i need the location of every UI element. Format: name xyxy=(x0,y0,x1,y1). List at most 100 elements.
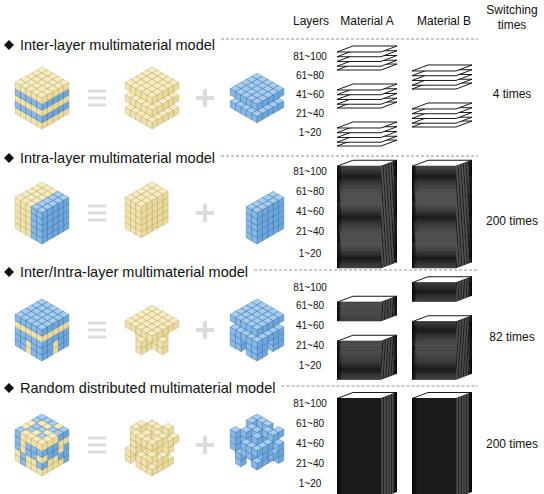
voxel-face xyxy=(152,95,157,104)
voxel-face xyxy=(252,101,257,110)
bullet-diamond xyxy=(4,40,14,50)
voxel-face xyxy=(26,204,31,213)
voxel-face xyxy=(141,104,146,113)
voxel-face xyxy=(21,86,26,95)
voxel-face xyxy=(47,207,52,216)
plus-symbol xyxy=(196,321,214,339)
voxel-face xyxy=(157,117,162,126)
voxel-face xyxy=(147,107,152,116)
voxel-face xyxy=(147,120,152,129)
voxel-cubes xyxy=(15,67,284,476)
voxel-face xyxy=(147,201,152,210)
voxel-face xyxy=(163,114,168,123)
voxel-face xyxy=(236,104,241,113)
voxel-cube xyxy=(15,182,69,244)
voxel-face xyxy=(15,83,20,92)
voxel-cube xyxy=(125,182,168,238)
voxel-face xyxy=(131,98,136,107)
divider-line xyxy=(254,270,478,271)
voxel-face xyxy=(141,117,146,126)
equivalence-symbol xyxy=(88,206,106,220)
divider-line xyxy=(221,39,478,40)
voxel-face xyxy=(257,210,262,219)
plus-symbol xyxy=(196,89,214,107)
voxel-face xyxy=(241,107,246,116)
voxel-face xyxy=(168,86,173,95)
voxel-face xyxy=(42,95,47,104)
voxel-face xyxy=(131,201,136,210)
voxel-face xyxy=(262,207,267,216)
voxel-face xyxy=(26,321,31,330)
voxel-cube xyxy=(125,305,179,355)
voxel-face xyxy=(168,98,173,107)
divider-line xyxy=(221,156,478,157)
voxel-face xyxy=(157,339,162,348)
bullet-diamond xyxy=(4,153,14,163)
voxel-face xyxy=(63,83,68,92)
divider-line xyxy=(281,386,478,387)
voxel-face xyxy=(63,198,68,207)
voxel-face xyxy=(136,89,141,98)
voxel-face xyxy=(246,207,251,216)
voxel-face xyxy=(163,339,168,348)
voxel-face xyxy=(268,204,273,213)
voxel-face xyxy=(136,204,141,213)
voxel-face xyxy=(26,89,31,98)
voxel-face xyxy=(273,104,278,113)
voxel-face xyxy=(47,324,52,333)
voxel-face xyxy=(15,198,20,207)
voxel-face xyxy=(125,321,130,330)
voxel-face xyxy=(42,327,47,336)
voxel-face xyxy=(136,101,141,110)
voxel-face xyxy=(173,83,178,92)
voxel-face xyxy=(147,95,152,104)
plus-symbol xyxy=(196,204,214,222)
divider-lines xyxy=(221,39,478,386)
bullet-diamond xyxy=(4,267,14,277)
voxel-face xyxy=(63,315,68,324)
voxel-face xyxy=(131,86,136,95)
voxel-face xyxy=(163,89,168,98)
voxel-face xyxy=(31,207,36,216)
voxel-face xyxy=(157,194,162,203)
voxel-face xyxy=(136,114,141,123)
voxel-face xyxy=(257,114,262,123)
voxel-face xyxy=(262,110,267,119)
voxel-face xyxy=(37,95,42,104)
voxel-face xyxy=(241,95,246,104)
voxel-face xyxy=(125,83,130,92)
voxel-face xyxy=(278,89,283,98)
voxel-face xyxy=(31,324,36,333)
voxel-face xyxy=(141,204,146,213)
voxel-face xyxy=(152,120,157,129)
bullet-diamond xyxy=(4,383,14,393)
voxel-face xyxy=(236,92,241,101)
voxel-cube xyxy=(15,67,69,129)
voxel-face xyxy=(273,201,278,210)
bullet-diamonds xyxy=(4,40,14,393)
voxel-face xyxy=(257,101,262,110)
voxel-face xyxy=(53,89,58,98)
voxel-face xyxy=(125,198,130,207)
voxel-cube xyxy=(15,299,69,361)
voxel-face xyxy=(58,86,63,95)
voxel-face xyxy=(163,191,168,200)
voxel-face xyxy=(173,95,178,104)
voxel-face xyxy=(131,110,136,119)
voxel-face xyxy=(58,201,63,210)
voxel-face xyxy=(173,107,178,116)
voxel-face xyxy=(136,339,141,348)
voxel-face xyxy=(252,210,257,219)
plus-symbol xyxy=(196,436,214,454)
voxel-face xyxy=(246,98,251,107)
voxel-face xyxy=(230,101,235,110)
equivalence-symbol xyxy=(88,91,106,105)
voxel-face xyxy=(141,339,146,348)
voxel-face xyxy=(42,210,47,219)
voxel-face xyxy=(21,201,26,210)
voxel-cube xyxy=(230,73,284,123)
voxel-face xyxy=(246,110,251,119)
voxel-face xyxy=(31,92,36,101)
voxel-face xyxy=(168,110,173,119)
